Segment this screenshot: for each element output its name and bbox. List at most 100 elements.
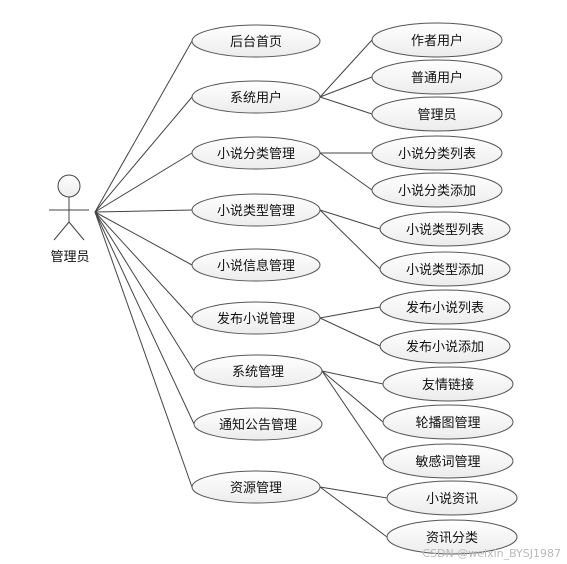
use-case-oval: 通知公告管理 — [193, 407, 323, 441]
sub-use-case-oval-label: 作者用户 — [411, 33, 463, 49]
use-case-oval-label: 系统管理 — [232, 365, 284, 380]
sub-use-case-oval: 小说分类添加 — [371, 172, 503, 208]
actor-link-line — [94, 211, 193, 266]
actor-link-line — [94, 96, 193, 213]
sub-use-case-oval: 小说资讯 — [386, 480, 518, 516]
use-case-oval-shape — [191, 193, 321, 227]
use-case-oval: 资源管理 — [191, 470, 321, 504]
use-case-oval: 后台首页 — [191, 24, 321, 58]
use-case-oval: 系统管理 — [193, 354, 323, 388]
actor-link-line — [94, 211, 193, 319]
sub-use-case-oval: 小说类型添加 — [379, 251, 511, 287]
sub-use-case-oval-label: 友情链接 — [422, 377, 474, 393]
actor-link-line — [94, 211, 193, 488]
sub-use-case-oval-shape — [386, 480, 518, 516]
actor-link-line — [94, 211, 195, 372]
connector-lines — [94, 39, 388, 538]
sub-use-case-oval-label: 小说类型添加 — [406, 263, 484, 278]
use-case-oval-shape — [191, 24, 321, 58]
use-case-oval-shape — [193, 407, 323, 441]
actor-left-leg — [53, 221, 70, 241]
sub-use-case-oval-shape — [371, 59, 503, 95]
sub-link-line — [319, 96, 373, 115]
sub-use-case-oval-label: 小说类型列表 — [406, 223, 484, 238]
use-case-oval-label: 小说分类管理 — [217, 147, 295, 162]
sub-use-case-oval-shape — [379, 211, 511, 247]
use-case-oval-label: 通知公告管理 — [219, 417, 297, 433]
sub-use-case-oval-label: 发布小说添加 — [406, 339, 484, 355]
sub-use-case-oval-shape — [379, 289, 511, 325]
sub-use-case-oval-label: 资讯分类 — [426, 531, 478, 546]
sub-use-case-oval-shape — [382, 443, 514, 479]
sub-use-case-oval: 资讯分类 — [386, 519, 518, 555]
sub-use-case-oval-shape — [371, 135, 503, 171]
use-case-oval-shape — [191, 248, 321, 282]
sub-link-line — [319, 209, 381, 230]
sub-use-case-oval-label: 小说分类添加 — [398, 184, 476, 199]
sub-use-case-oval: 轮播图管理 — [382, 404, 514, 440]
use-case-oval-shape — [191, 80, 321, 114]
use-case-oval-label: 小说类型管理 — [217, 204, 295, 219]
sub-link-line — [321, 370, 384, 462]
sub-link-line — [319, 306, 381, 319]
use-case-oval: 系统用户 — [191, 80, 321, 114]
actor-label: 管理员 — [50, 250, 89, 265]
sub-link-line — [321, 370, 384, 423]
sub-use-case-oval-label: 普通用户 — [411, 70, 463, 86]
actor-link-line — [94, 152, 193, 213]
watermark: CSDN @weixin_BYSJ1987 — [422, 547, 561, 560]
actor-link-line — [94, 211, 195, 425]
actor-link-line — [94, 209, 193, 213]
sub-use-case-oval-label: 敏感词管理 — [415, 454, 480, 470]
sub-use-case-oval-shape — [379, 251, 511, 287]
sub-use-case-oval-label: 轮播图管理 — [415, 416, 480, 431]
sub-use-case-oval: 小说类型列表 — [379, 211, 511, 247]
sub-link-line — [319, 39, 373, 98]
sub-use-case-oval-shape — [371, 96, 503, 132]
sub-use-case-oval: 管理员 — [371, 96, 503, 132]
sub-use-case-oval: 普通用户 — [371, 59, 503, 95]
sub-use-case-oval: 发布小说列表 — [379, 289, 511, 325]
sub-link-line — [319, 317, 381, 347]
use-case-oval: 小说类型管理 — [191, 193, 321, 227]
use-case-oval-shape — [191, 470, 321, 504]
use-case-oval-shape — [191, 136, 321, 170]
sub-link-line — [319, 76, 373, 98]
sub-use-case-oval-shape — [379, 328, 511, 364]
sub-link-line — [321, 370, 384, 385]
sub-use-case-oval-label: 小说分类列表 — [398, 147, 476, 162]
sub-use-case-oval-label: 小说资讯 — [426, 492, 478, 507]
use-case-oval-shape — [191, 301, 321, 335]
actor-right-leg — [68, 221, 85, 241]
use-case-oval-label: 发布小说管理 — [217, 311, 295, 327]
sub-use-case-oval-shape — [371, 22, 503, 58]
sub-link-line — [319, 152, 373, 191]
sub-link-line — [319, 486, 388, 499]
sub-use-case-oval: 小说分类列表 — [371, 135, 503, 171]
use-case-oval-label: 小说信息管理 — [217, 258, 295, 274]
actor-figure: 管理员 — [49, 174, 90, 265]
actor-head — [57, 174, 81, 198]
sub-link-line — [319, 486, 388, 538]
sub-use-case-oval-shape — [371, 172, 503, 208]
use-case-oval-shape — [193, 354, 323, 388]
sub-use-case-oval-shape — [386, 519, 518, 555]
use-case-oval: 发布小说管理 — [191, 301, 321, 335]
use-case-oval: 小说分类管理 — [191, 136, 321, 170]
actor-link-line — [94, 40, 193, 213]
sub-use-case-oval-shape — [382, 404, 514, 440]
sub-use-case-oval: 敏感词管理 — [382, 443, 514, 479]
use-case-oval-label: 系统用户 — [230, 90, 282, 106]
sub-link-line — [319, 209, 381, 270]
sub-use-case-oval: 作者用户 — [371, 22, 503, 58]
sub-use-case-oval-shape — [382, 366, 514, 402]
use-case-oval: 小说信息管理 — [191, 248, 321, 282]
sub-use-case-oval-label: 管理员 — [417, 108, 456, 123]
use-case-oval-label: 后台首页 — [230, 35, 282, 50]
use-case-oval-label: 资源管理 — [230, 481, 282, 496]
sub-use-case-oval-label: 发布小说列表 — [406, 300, 484, 316]
sub-use-case-oval: 友情链接 — [382, 366, 514, 402]
